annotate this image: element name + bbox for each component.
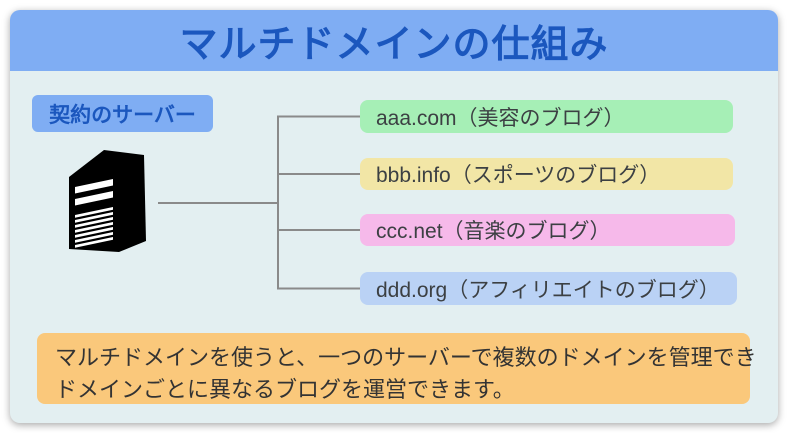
explanation-note: マルチドメインを使うと、一つのサーバーで複数のドメインを管理でき ドメインごとに… <box>37 333 757 404</box>
domain-label: ddd.org（アフィリエイトのブログ） <box>376 278 720 302</box>
page-title: マルチドメインの仕組み <box>179 24 609 66</box>
domain-box-bbb: bbb.info（スポーツのブログ） <box>360 158 733 190</box>
note-line-1: マルチドメインを使うと、一つのサーバーで複数のドメインを管理でき <box>55 345 757 370</box>
note-line-2: ドメインごとに異なるブログを運営できます。 <box>55 376 515 402</box>
domain-box-aaa: aaa.com（美容のブログ） <box>360 100 733 133</box>
domain-box-ddd: ddd.org（アフィリエイトのブログ） <box>360 272 737 305</box>
domain-label: aaa.com（美容のブログ） <box>376 106 625 130</box>
header-banner: マルチドメインの仕組み <box>10 10 778 71</box>
server-label: 契約のサーバー <box>32 95 213 132</box>
diagram-card: マルチドメインの仕組み 契約のサーバー aaa.com（美容のブログ） bbb.… <box>10 10 778 423</box>
domain-label: bbb.info（スポーツのブログ） <box>376 164 661 187</box>
server-tower-icon <box>69 150 146 252</box>
domain-box-ccc: ccc.net（音楽のブログ） <box>360 214 735 246</box>
domain-label: ccc.net（音楽のブログ） <box>376 220 611 243</box>
